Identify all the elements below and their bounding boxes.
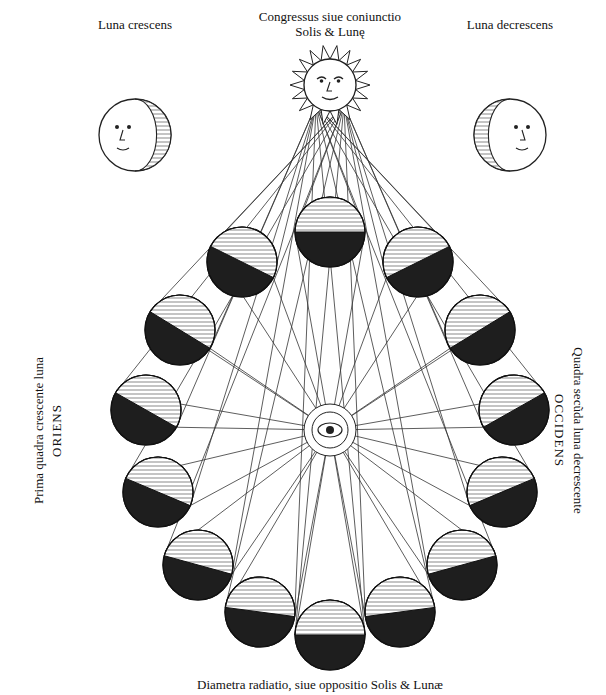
crescent-outline	[99, 99, 171, 171]
sun-ray	[344, 105, 365, 617]
crescent-faces	[99, 99, 546, 171]
moon-outline	[427, 530, 497, 600]
moon-dark-half	[365, 577, 435, 647]
moon-outline	[225, 577, 295, 647]
moon-dark-half	[479, 375, 549, 445]
moon-outline	[295, 197, 365, 267]
face-nose	[120, 130, 125, 140]
sun-ray-point	[356, 81, 370, 90]
face-eye	[514, 125, 518, 129]
sun-ray	[344, 105, 428, 574]
sun-ray	[316, 105, 435, 607]
eye-shape	[318, 423, 342, 437]
moon-dark-half	[427, 530, 497, 600]
moon-dark-half	[111, 375, 181, 445]
phase-label: Luna crescens	[95, 17, 175, 32]
sun-ray	[344, 105, 484, 427]
moon-dark-half	[207, 227, 277, 297]
moon-lit-half	[365, 577, 435, 617]
moon-dark-half	[225, 577, 295, 647]
crescent-outline	[474, 99, 546, 171]
sun-ray	[190, 105, 316, 506]
earth-eye	[304, 404, 356, 456]
moon-lit-half	[427, 530, 496, 574]
direction-label: OCCIDENS	[552, 393, 567, 466]
moon-dark-half	[445, 295, 515, 365]
sun-ray	[295, 105, 316, 617]
face-mouth	[117, 148, 129, 150]
face-eye	[115, 125, 119, 129]
moon-dark-half	[145, 295, 215, 365]
eye-ring	[312, 412, 348, 448]
sun-pupil	[337, 79, 341, 83]
sun-ray	[344, 105, 470, 506]
moon-dark-half	[295, 600, 365, 670]
sight-line	[330, 430, 365, 617]
sun-ray	[176, 105, 316, 427]
moon-outline	[123, 457, 193, 527]
moon-lit-half	[445, 295, 510, 348]
sight-line	[295, 430, 330, 617]
moon-outline	[295, 600, 365, 670]
moon-positions	[111, 197, 549, 670]
crescent-lit-part	[474, 99, 510, 171]
eye-ring	[304, 404, 356, 456]
side-label: Prima quadra crescente luna	[31, 357, 46, 504]
moon-dark-half	[123, 457, 193, 527]
crescent-lit-part	[135, 99, 171, 171]
sight-line	[225, 430, 330, 607]
sun-ray-point	[330, 109, 339, 124]
eye-pupil	[326, 426, 334, 434]
sun-ray-point	[290, 81, 304, 90]
bottom-label: Diametra radiatio, siue oppositio Solis …	[197, 677, 443, 692]
moon-dark-half	[467, 457, 537, 527]
moon-outline	[445, 295, 515, 365]
phase-label: Luna decrescens	[465, 17, 555, 32]
sun-ray-point	[321, 109, 330, 124]
face-eye	[526, 125, 530, 129]
moon-outline	[163, 530, 233, 600]
sun-eyes	[317, 77, 343, 79]
moon-outline	[383, 227, 453, 297]
face-eye	[127, 125, 131, 129]
moon-dark-half	[383, 227, 453, 297]
sun-ray	[232, 105, 316, 574]
side-label: Quadra secũda luna decrescente	[570, 347, 585, 513]
moon-lit-half	[295, 600, 365, 635]
sight-line	[330, 430, 435, 607]
sun-ray-point	[321, 46, 330, 61]
direction-label: ORIENS	[48, 404, 63, 457]
moon-dark-half	[163, 530, 233, 600]
sun-mouth	[322, 97, 338, 100]
sun-nose	[327, 82, 332, 91]
moon-outline	[467, 457, 537, 527]
ray-lines	[116, 105, 545, 635]
moon-outline	[111, 375, 181, 445]
moon-lit-half	[225, 577, 295, 617]
sun-pupil	[320, 79, 324, 83]
moon-lit-half	[479, 375, 544, 427]
moon-outline	[145, 295, 215, 365]
moon-outline	[479, 375, 549, 445]
sun-ray-point	[330, 46, 339, 61]
face-nose	[520, 130, 525, 140]
phase-label: Congressus siue coniunctio Solis & Lunę	[245, 9, 415, 39]
sun-ray	[316, 105, 365, 635]
sun-ray	[225, 105, 344, 607]
moon-dark-half	[295, 197, 365, 267]
moon-lit-half	[150, 295, 215, 348]
moon-lit-half	[116, 375, 181, 427]
sun-disc	[304, 59, 356, 111]
face-mouth	[516, 148, 528, 150]
moon-lit-half	[164, 530, 233, 574]
sun-face	[290, 46, 370, 125]
sun-ray	[295, 105, 344, 635]
moon-outline	[365, 577, 435, 647]
moon-lit-half	[295, 197, 365, 232]
moon-outline	[207, 227, 277, 297]
